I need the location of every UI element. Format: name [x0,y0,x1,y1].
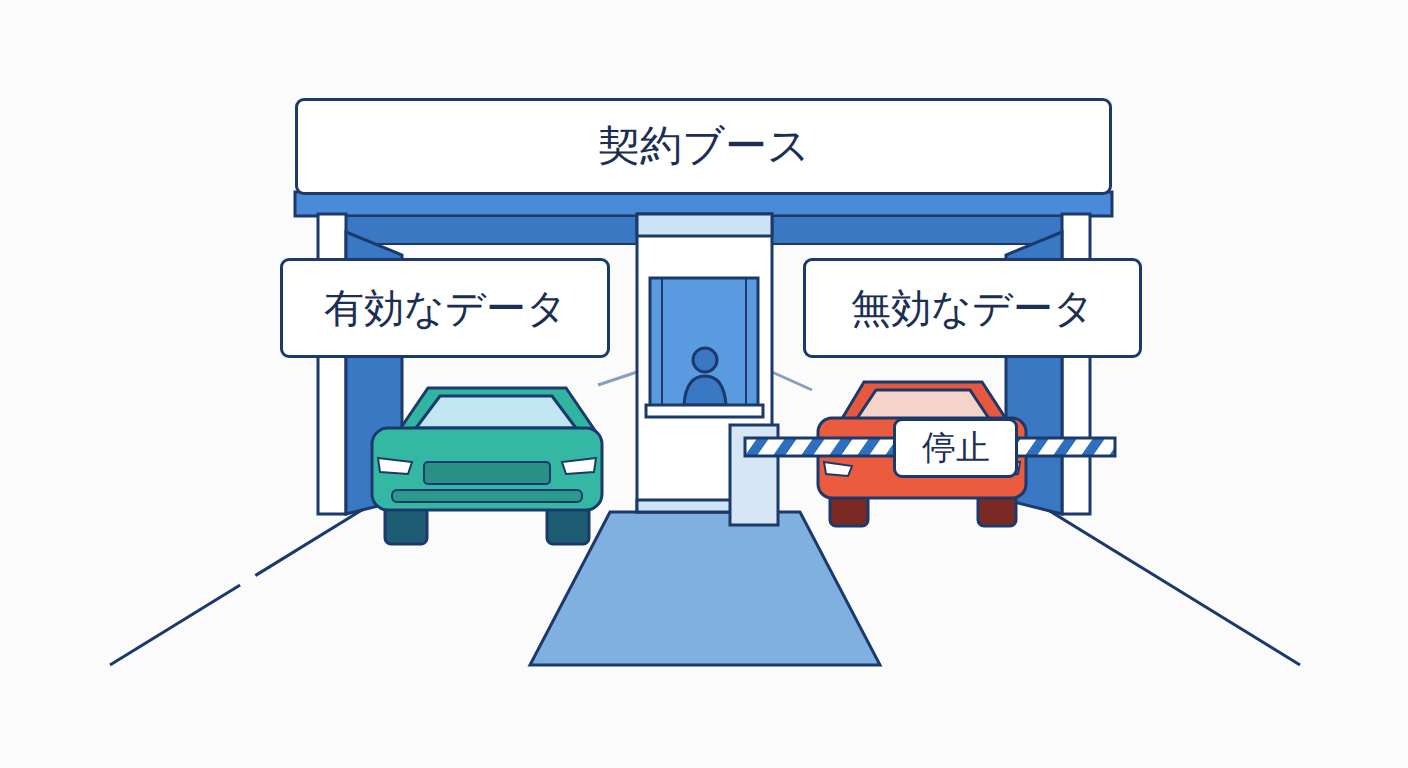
stop-sign: 停止 [893,418,1018,478]
sign-text: 無効なデータ [851,285,1094,331]
roof-beam [295,192,1112,216]
sign-text: 停止 [922,428,990,467]
lane-sign: 無効なデータ [803,258,1142,358]
booth-sign: 契約ブース [295,98,1112,195]
sign-text: 有効なデータ [324,285,567,331]
green-car [372,388,602,544]
road-lines [110,505,1300,665]
sign-text: 契約ブース [598,122,810,170]
lane-sign: 有効なデータ [280,258,610,358]
